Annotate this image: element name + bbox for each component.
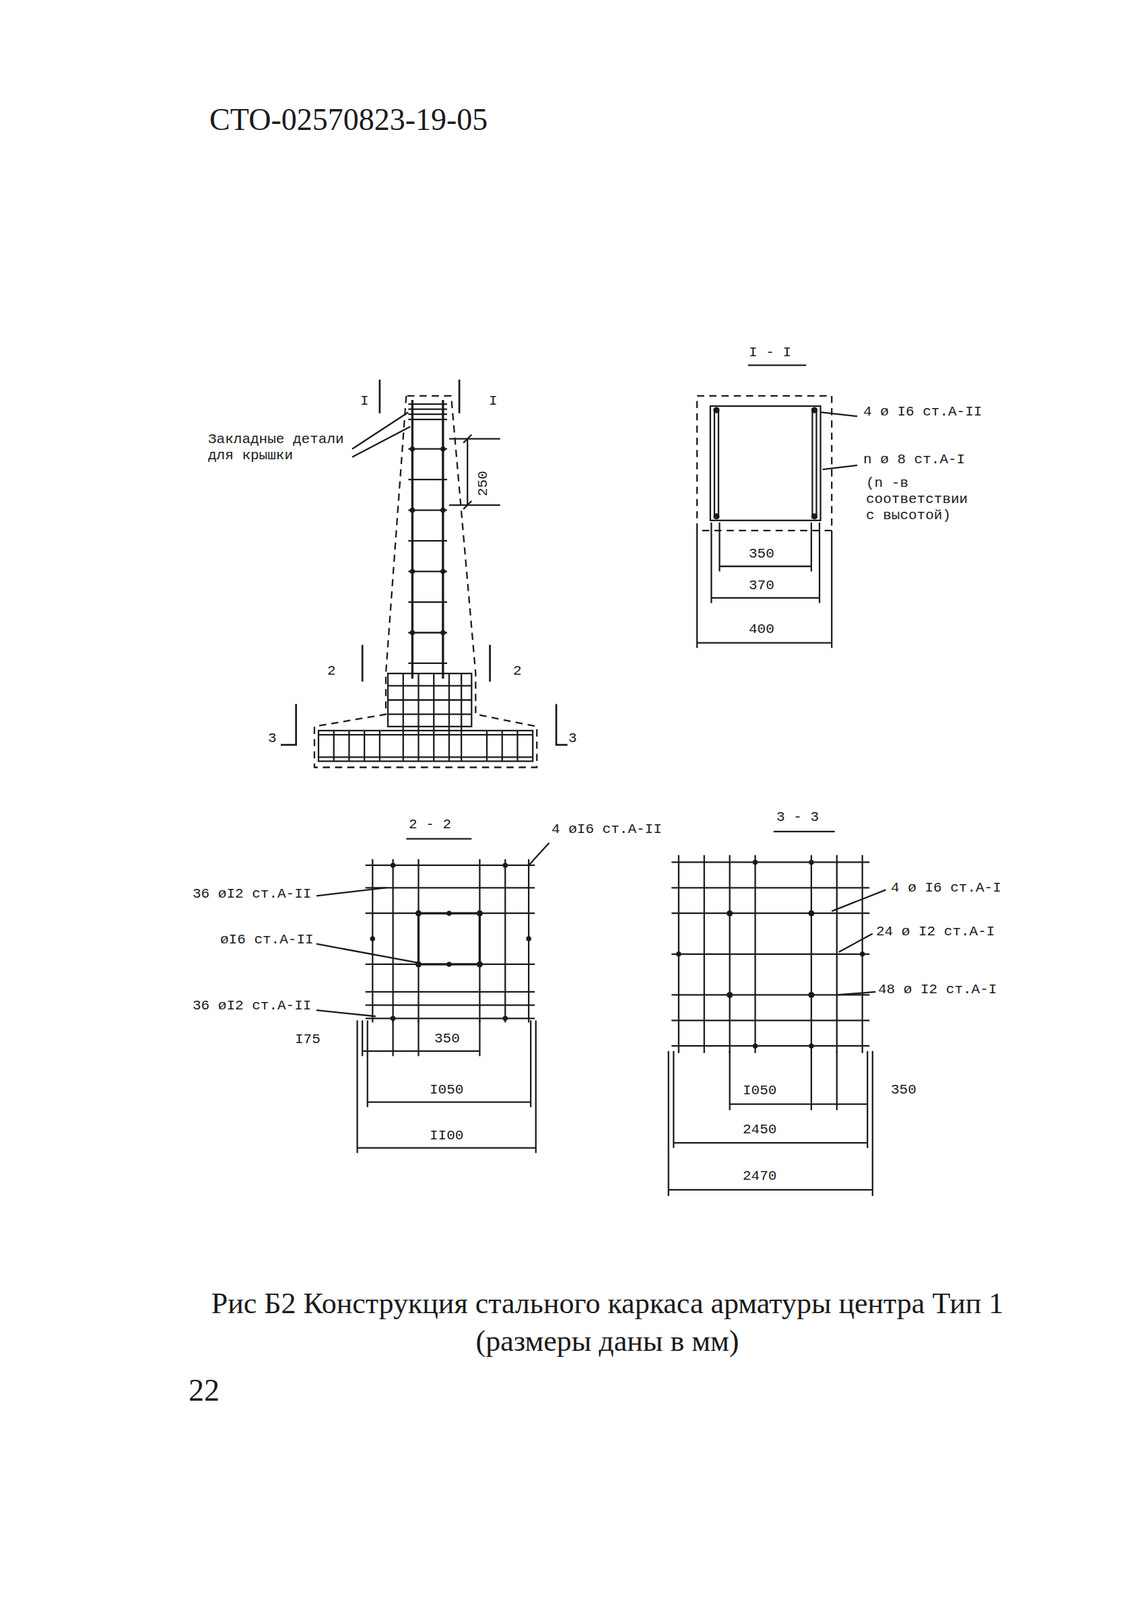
- dimensions-2-2: [357, 1020, 537, 1153]
- section-title: 2 - 2: [408, 816, 452, 833]
- dimensions-3-3: [668, 1051, 873, 1196]
- section-title: I - I: [748, 344, 792, 361]
- section-mark: 2: [326, 663, 337, 680]
- rebar-callout: øI6 ст.А-II: [219, 931, 315, 949]
- document-code: СТО-02570823-19-05: [209, 102, 488, 139]
- section-mark: I: [359, 393, 370, 410]
- grid-2-2: [365, 859, 536, 1023]
- page-number: 22: [188, 1373, 220, 1409]
- rebar-callout: 36 øI2 ст.А-II: [191, 997, 312, 1015]
- leader-lines: [352, 412, 411, 458]
- dimension: 350: [890, 1082, 918, 1099]
- dimension: 370: [748, 577, 776, 594]
- rebar-callout: 48 ø I2 ст.А-I: [877, 981, 998, 998]
- rebar-note: (n -в соответствии с высотой): [865, 475, 982, 524]
- part-note: Закладные детали для крышки: [207, 431, 352, 464]
- dimension: 350: [433, 1030, 461, 1048]
- pedestal-cage: [387, 673, 472, 761]
- dimension: 400: [748, 621, 776, 638]
- figure-caption: Рис Б2 Конструкция стального каркаса арм…: [186, 1284, 1029, 1361]
- section-mark: 3: [567, 730, 578, 747]
- dimension: 250: [475, 470, 492, 497]
- section-mark: I: [488, 393, 499, 410]
- section-title: 3 - 3: [775, 809, 820, 826]
- dimension: II00: [428, 1127, 464, 1145]
- dimension: 2450: [742, 1121, 778, 1138]
- rebar-callout: 4 øI6 ст.А-II: [550, 821, 663, 838]
- dimension: 350: [748, 546, 776, 563]
- stirrups: [408, 404, 448, 664]
- section-mark: 2: [512, 663, 523, 680]
- slab-cage: [318, 730, 533, 761]
- grid-3-3: [671, 855, 870, 1054]
- dimension: I050: [742, 1082, 778, 1099]
- rebar-callout: 4 ø I6 ст.А-II: [862, 404, 983, 421]
- rebar-callout: 4 ø I6 ст.А-I: [890, 880, 1002, 897]
- dimension: I75: [294, 1031, 322, 1048]
- section-mark: 3: [267, 730, 278, 747]
- dimension-250: [449, 434, 501, 510]
- dimensions-1-1: [696, 522, 832, 648]
- rebar-callout: n ø 8 ст.А-I: [862, 451, 966, 468]
- rebar-callout: 24 ø I2 ст.А-I: [875, 923, 996, 941]
- dimension: I050: [428, 1082, 464, 1099]
- rebar-callout: 36 øI2 ст.А-II: [191, 886, 312, 903]
- dimension: 2470: [742, 1168, 778, 1185]
